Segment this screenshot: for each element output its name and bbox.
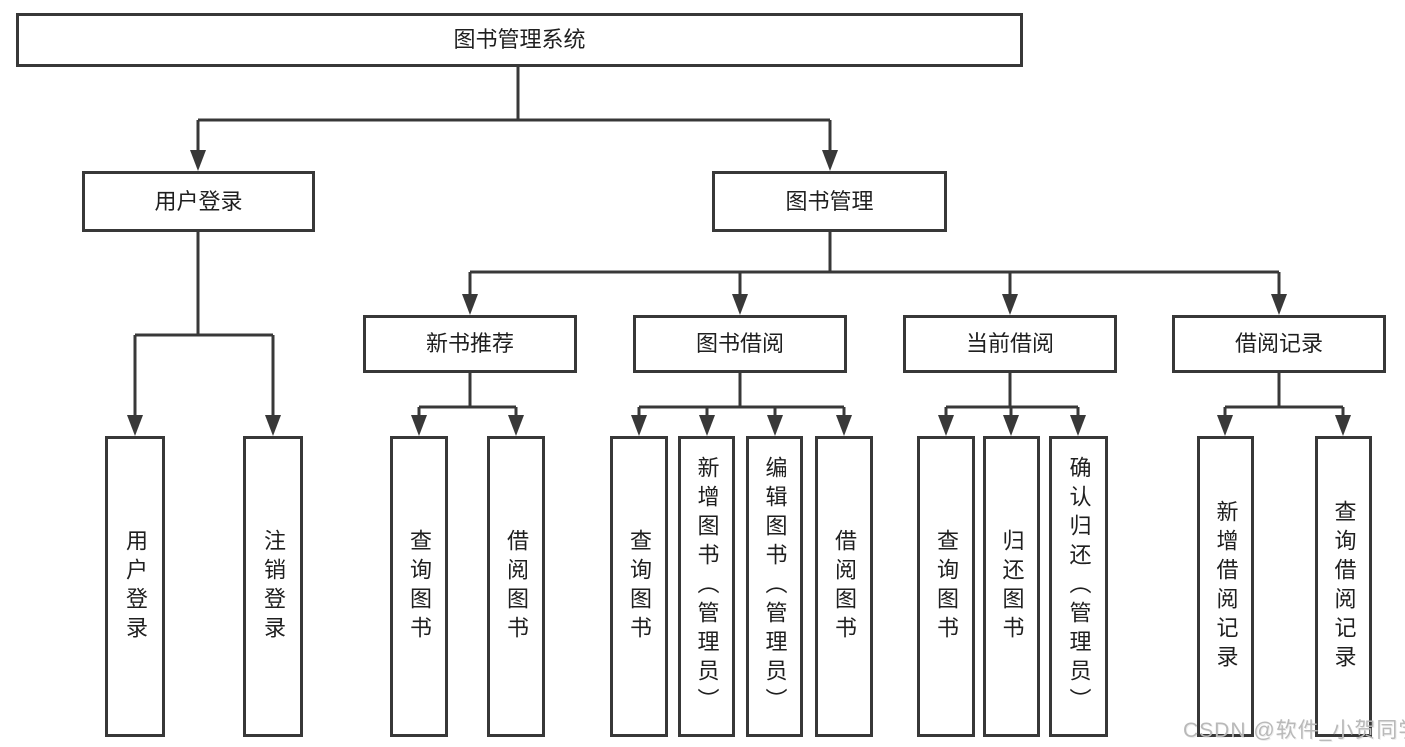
node-current-borrow: 当前借阅	[903, 315, 1117, 373]
leaf-add-borrow-record: 新增借阅记录	[1197, 436, 1254, 737]
leaf-borrow-books-recommend: 借阅图书	[487, 436, 545, 737]
leaf-logout: 注销登录	[243, 436, 303, 737]
leaf-borrow-books-label: 借阅图书	[832, 528, 857, 645]
connector-current-borrow-to-leaves	[938, 373, 1086, 436]
node-book-management: 图书管理	[712, 171, 947, 232]
leaf-query-books-current: 查询图书	[917, 436, 975, 737]
leaf-borrow-books-recommend-label: 借阅图书	[504, 528, 529, 645]
leaf-query-borrow-record: 查询借阅记录	[1315, 436, 1372, 737]
leaf-query-borrow-record-label: 查询借阅记录	[1331, 499, 1357, 674]
connector-root-to-level2	[190, 67, 838, 171]
csdn-watermark: CSDN @软件_小贺同学	[1183, 719, 1405, 742]
leaf-edit-books-admin-label: 编辑图书（管理员）	[762, 456, 788, 717]
connector-book-borrow-to-leaves	[631, 373, 852, 436]
leaf-query-books-recommend: 查询图书	[390, 436, 448, 737]
node-new-book-recommend: 新书推荐	[363, 315, 577, 373]
leaf-user-login-label: 用户登录	[123, 528, 148, 645]
node-user-login: 用户登录	[82, 171, 315, 232]
leaf-return-books: 归还图书	[983, 436, 1040, 737]
node-borrow-records: 借阅记录	[1172, 315, 1386, 373]
leaf-query-books-recommend-label: 查询图书	[407, 528, 432, 645]
connector-user-login-to-leaves	[127, 232, 281, 436]
connector-book-management-to-sections	[462, 232, 1287, 315]
leaf-add-books-admin-label: 新增图书（管理员）	[694, 456, 720, 717]
leaf-user-login: 用户登录	[105, 436, 165, 737]
leaf-add-borrow-record-label: 新增借阅记录	[1213, 499, 1239, 674]
node-root-system: 图书管理系统	[16, 13, 1023, 67]
node-new-book-recommend-label: 新书推荐	[425, 331, 514, 356]
leaf-query-books-current-label: 查询图书	[934, 528, 959, 645]
leaf-borrow-books: 借阅图书	[815, 436, 873, 737]
node-current-borrow-label: 当前借阅	[965, 331, 1054, 356]
leaf-confirm-return-admin-label: 确认归还（管理员）	[1066, 456, 1092, 717]
node-book-management-label: 图书管理	[785, 188, 874, 214]
node-book-borrow: 图书借阅	[633, 315, 847, 373]
leaf-logout-label: 注销登录	[261, 528, 286, 645]
node-book-borrow-label: 图书借阅	[695, 331, 784, 356]
leaf-return-books-label: 归还图书	[999, 528, 1025, 645]
connector-borrow-records-to-leaves	[1217, 373, 1351, 436]
leaf-add-books-admin: 新增图书（管理员）	[678, 436, 735, 737]
node-borrow-records-label: 借阅记录	[1234, 331, 1323, 356]
leaf-query-books-borrow: 查询图书	[610, 436, 668, 737]
connector-new-book-recommend-to-leaves	[411, 373, 524, 436]
leaf-edit-books-admin: 编辑图书（管理员）	[746, 436, 803, 737]
node-user-login-label: 用户登录	[154, 188, 243, 214]
leaf-confirm-return-admin: 确认归还（管理员）	[1049, 436, 1108, 737]
node-root-system-label: 图书管理系统	[453, 27, 586, 52]
leaf-query-books-borrow-label: 查询图书	[627, 528, 652, 645]
